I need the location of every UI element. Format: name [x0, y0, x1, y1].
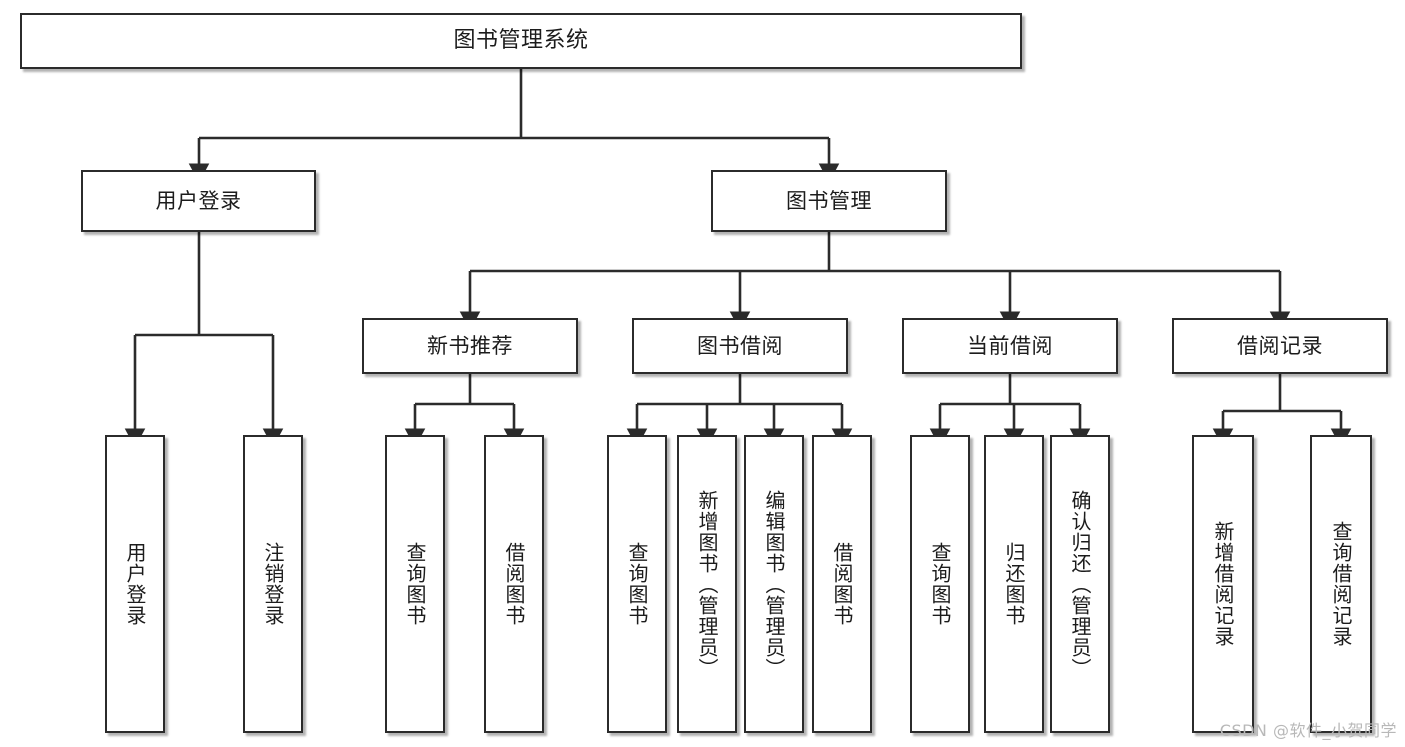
connector-group [124, 69, 1352, 448]
node-leaf-rec-query[interactable]: 查询图书 [385, 435, 445, 733]
node-label: 借阅记录 [1237, 333, 1323, 358]
node-borrow-record[interactable]: 借阅记录 [1172, 318, 1388, 374]
node-label: 查询图书 [403, 542, 427, 626]
node-leaf-cur-confirm[interactable]: 确认归还（管理员） [1050, 435, 1110, 733]
node-root[interactable]: 图书管理系统 [20, 13, 1022, 69]
node-leaf-borrow-do[interactable]: 借阅图书 [812, 435, 872, 733]
node-label: 图书借阅 [697, 333, 783, 358]
node-leaf-borrow-query[interactable]: 查询图书 [607, 435, 667, 733]
node-label: 图书管理系统 [453, 28, 589, 54]
node-leaf-cur-query[interactable]: 查询图书 [910, 435, 970, 733]
node-label: 编辑图书（管理员） [762, 489, 786, 679]
node-label: 新增图书（管理员） [695, 489, 719, 679]
node-label: 查询图书 [625, 542, 649, 626]
node-label: 用户登录 [123, 542, 147, 626]
node-label: 注销登录 [261, 542, 285, 626]
node-label: 借阅图书 [502, 542, 526, 626]
node-label: 新增借阅记录 [1211, 521, 1235, 647]
node-leaf-borrow-edit[interactable]: 编辑图书（管理员） [744, 435, 804, 733]
node-leaf-rec-query2[interactable]: 查询借阅记录 [1310, 435, 1372, 733]
node-leaf-user-logout[interactable]: 注销登录 [243, 435, 303, 733]
node-current-borrow[interactable]: 当前借阅 [902, 318, 1118, 374]
node-user-login[interactable]: 用户登录 [81, 170, 316, 232]
node-label: 图书管理 [786, 188, 872, 213]
node-book-manage[interactable]: 图书管理 [711, 170, 947, 232]
node-label: 查询借阅记录 [1329, 521, 1353, 647]
node-label: 用户登录 [155, 188, 242, 213]
node-label: 归还图书 [1002, 542, 1026, 626]
node-label: 查询图书 [928, 542, 952, 626]
node-leaf-cur-return[interactable]: 归还图书 [984, 435, 1044, 733]
node-label: 确认归还（管理员） [1068, 489, 1092, 679]
node-leaf-rec-borrow[interactable]: 借阅图书 [484, 435, 544, 733]
node-label: 新书推荐 [427, 333, 513, 358]
node-new-book-rec[interactable]: 新书推荐 [362, 318, 578, 374]
node-label: 借阅图书 [830, 542, 854, 626]
node-leaf-rec-add[interactable]: 新增借阅记录 [1192, 435, 1254, 733]
node-book-borrow[interactable]: 图书借阅 [632, 318, 848, 374]
node-label: 当前借阅 [967, 333, 1053, 358]
node-leaf-borrow-add[interactable]: 新增图书（管理员） [677, 435, 737, 733]
node-leaf-user-login[interactable]: 用户登录 [105, 435, 165, 733]
